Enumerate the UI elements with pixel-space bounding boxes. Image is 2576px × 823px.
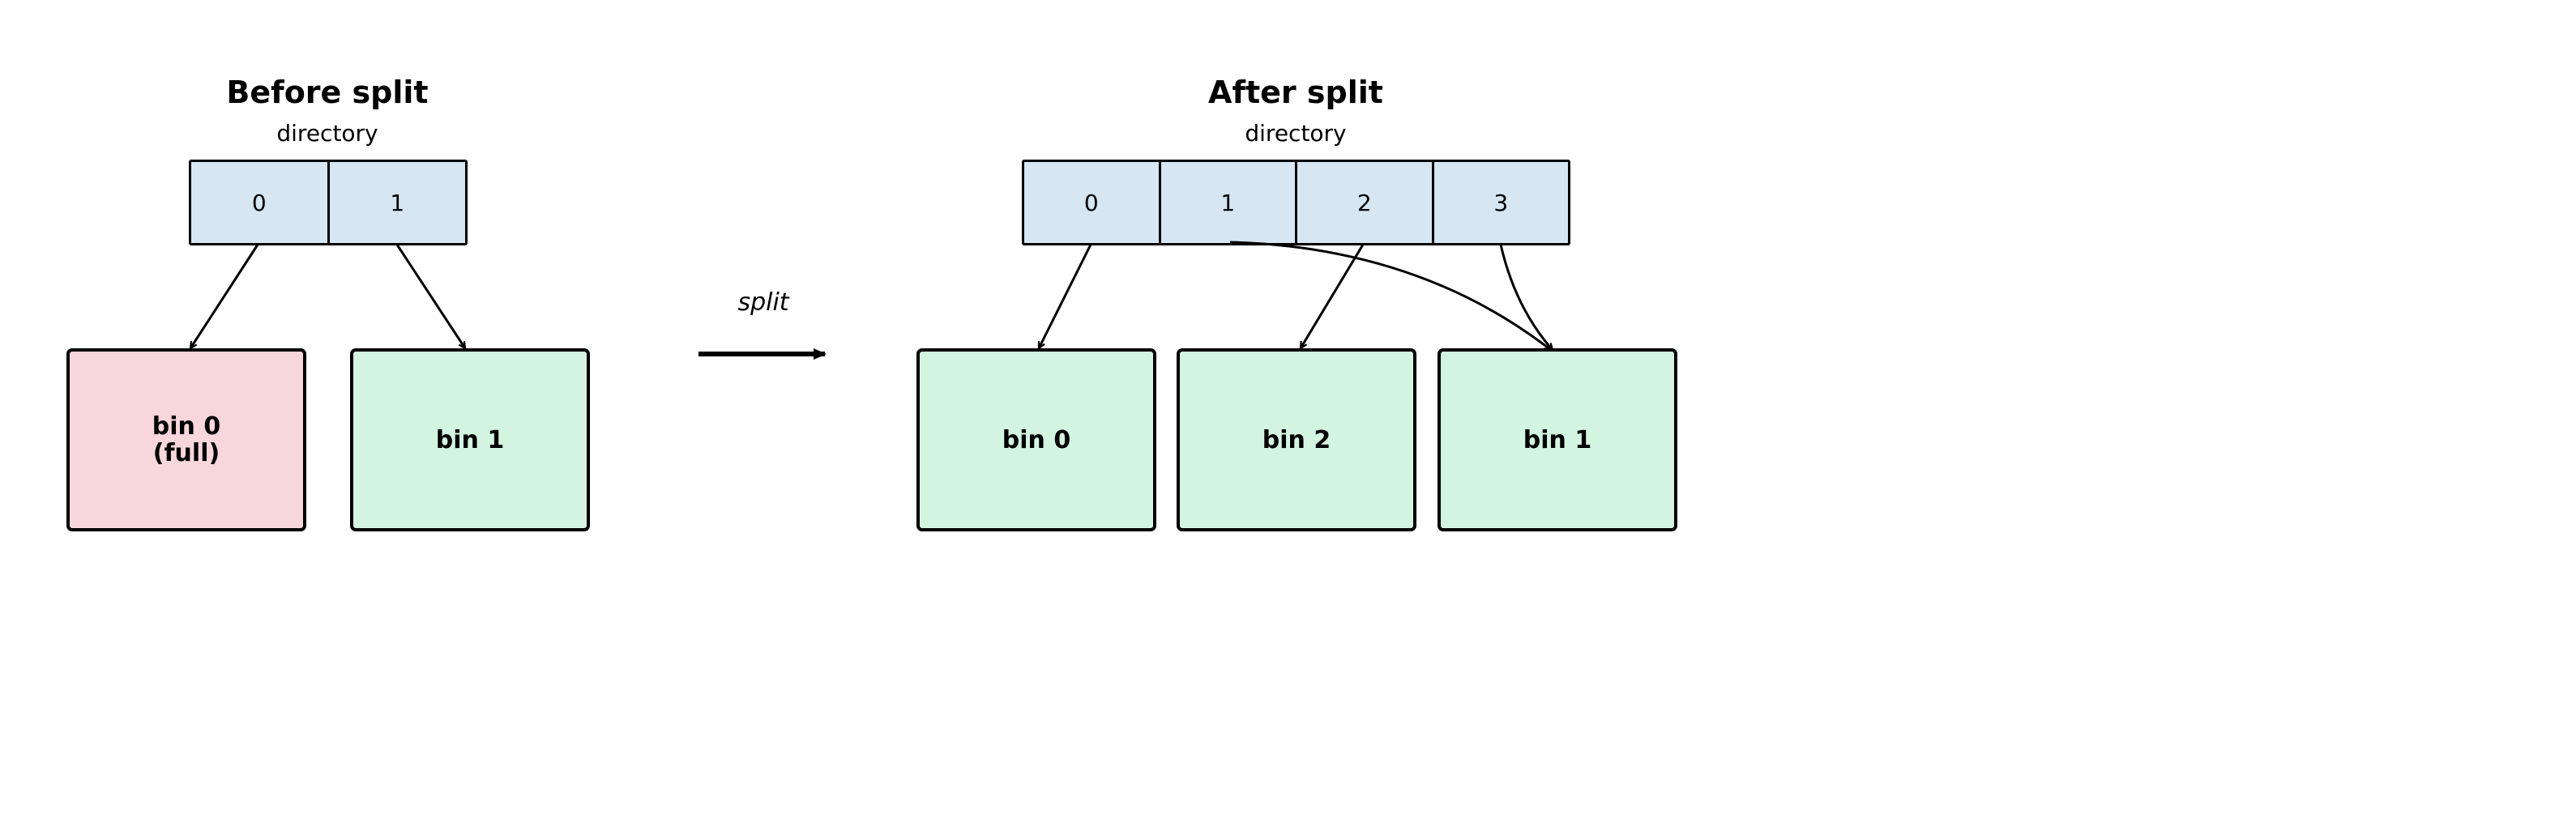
bin-label: bin 0 (full) <box>152 412 221 467</box>
after-bin-2: bin 2 <box>1177 348 1416 531</box>
bin-label: bin 1 <box>435 425 505 454</box>
bin-label: bin 0 <box>1002 425 1071 454</box>
pointer-arrow <box>395 244 465 348</box>
after-directory-cell: 1 <box>1161 162 1297 243</box>
split-label: split <box>737 288 789 317</box>
before-bin-1: bin 1 <box>350 348 590 531</box>
before-directory-label: directory <box>276 120 378 147</box>
after-directory: 0 1 2 3 <box>1022 160 1570 245</box>
after-directory-label: directory <box>1245 120 1347 147</box>
pointer-arrow <box>1299 244 1365 348</box>
after-bin-0: bin 0 <box>916 348 1156 531</box>
before-directory: 0 1 <box>189 160 468 245</box>
after-directory-cell: 3 <box>1493 189 1509 216</box>
pointer-arrow <box>1229 241 1551 350</box>
after-directory-cell: 2 <box>1297 162 1434 243</box>
pointer-arrow <box>1499 244 1553 350</box>
before-directory-cell: 0 <box>191 162 330 243</box>
pointer-arrow <box>190 244 259 348</box>
before-bin-0: bin 0 (full) <box>66 348 306 531</box>
bin-label: bin 1 <box>1523 425 1592 454</box>
after-title: After split <box>1208 75 1383 110</box>
after-bin-1: bin 1 <box>1438 348 1677 531</box>
before-directory-cell: 1 <box>390 189 405 216</box>
bin-label: bin 2 <box>1262 425 1331 454</box>
pointer-arrow <box>1037 244 1092 348</box>
after-directory-cell: 0 <box>1024 162 1161 243</box>
before-title: Before split <box>226 75 429 110</box>
